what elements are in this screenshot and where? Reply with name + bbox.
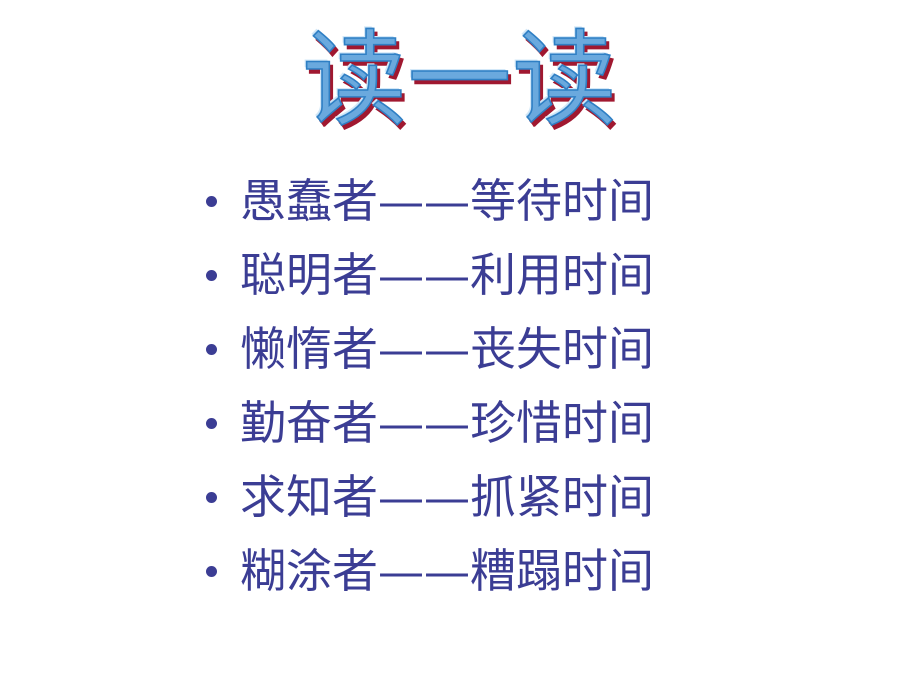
title-main-layer: 读一读 — [302, 19, 618, 141]
list-item-label: 糊涂者——糟蹋时间 — [240, 544, 654, 598]
list-item-label: 求知者——抓紧时间 — [240, 470, 654, 524]
page-title: 读一读 读一读 — [302, 19, 621, 143]
list-item: 求知者——抓紧时间 — [196, 460, 886, 534]
bullet-dot-icon — [206, 492, 217, 503]
list-item: 愚蠢者——等待时间 — [196, 164, 886, 238]
bullet-dot-icon — [206, 566, 217, 577]
list-item-label: 懒惰者——丧失时间 — [240, 322, 654, 376]
bullet-dot-icon — [206, 418, 217, 429]
bullet-dot-icon — [206, 196, 217, 207]
list-item: 糊涂者——糟蹋时间 — [196, 534, 886, 608]
list-item-label: 勤奋者——珍惜时间 — [240, 396, 654, 450]
list-item-label: 愚蠢者——等待时间 — [240, 174, 654, 228]
title-block: 读一读 读一读 — [0, 19, 920, 143]
title-shadow-layer: 读一读 — [305, 23, 621, 145]
bullet-list: 愚蠢者——等待时间 聪明者——利用时间 懒惰者——丧失时间 勤奋者——珍惜时间 … — [196, 164, 886, 608]
bullet-dot-icon — [206, 270, 217, 281]
list-item: 懒惰者——丧失时间 — [196, 312, 886, 386]
bullet-dot-icon — [206, 344, 217, 355]
list-item-label: 聪明者——利用时间 — [240, 248, 654, 302]
list-item: 勤奋者——珍惜时间 — [196, 386, 886, 460]
list-item: 聪明者——利用时间 — [196, 238, 886, 312]
